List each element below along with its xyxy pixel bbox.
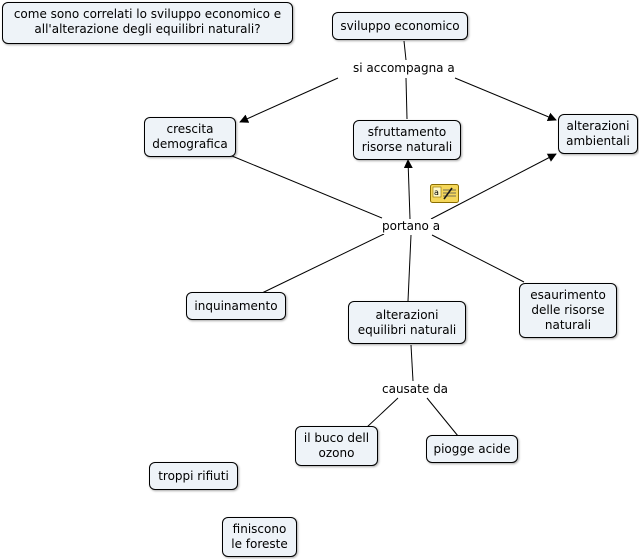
note-pencil-icon: a xyxy=(430,184,459,203)
annotation-icon[interactable]: a xyxy=(430,184,460,207)
concept-buco-ozono[interactable]: il buco dell ozono xyxy=(295,426,378,466)
edge-portano-to-alterazioni-eq xyxy=(407,234,412,302)
concept-sfruttamento-risorse[interactable]: sfruttamento risorse naturali xyxy=(353,120,461,160)
concept-alterazioni-equilibri-naturali[interactable]: alterazioni equilibri naturali xyxy=(348,301,466,344)
edge-alterazioni-eq-to-causate xyxy=(410,344,414,382)
edge-portano-to-esaurimento xyxy=(431,234,525,283)
edge-portano-to-inquinamento xyxy=(261,233,385,294)
concept-piogge-acide[interactable]: piogge acide xyxy=(426,435,518,463)
edge-phrase-to-crescita xyxy=(239,77,339,123)
phrase-portano-a: portano a xyxy=(380,219,443,234)
edge-causate-to-piogge xyxy=(426,397,459,437)
concept-finiscono-foreste[interactable]: finiscono le foreste xyxy=(222,517,297,557)
edge-sviluppo-to-phrase xyxy=(403,40,407,61)
phrase-causate-da: causate da xyxy=(380,382,451,397)
concept-inquinamento[interactable]: inquinamento xyxy=(186,292,286,320)
svg-text:a: a xyxy=(434,188,439,197)
edge-phrase-to-alterazioni xyxy=(454,77,557,122)
edge-causate-to-buco xyxy=(365,397,399,429)
focus-question: come sono correlati lo sviluppo economic… xyxy=(2,2,293,44)
edge-portano-to-sfruttamento xyxy=(403,159,413,220)
edge-crescita-to-portano xyxy=(231,155,383,219)
edge-portano-to-alterazioni xyxy=(430,153,557,220)
phrase-si-accompagna-a: si accompagna a xyxy=(351,61,457,76)
concept-troppi-rifiuti[interactable]: troppi rifiuti xyxy=(149,462,238,490)
concept-esaurimento-risorse[interactable]: esaurimento delle risorse naturali xyxy=(519,283,617,338)
edge-phrase-to-sfruttamento xyxy=(405,77,408,120)
concept-sviluppo-economico[interactable]: sviluppo economico xyxy=(332,12,468,40)
concept-alterazioni-ambientali[interactable]: alterazioni ambientali xyxy=(558,114,638,154)
concept-crescita-demografica[interactable]: crescita demografica xyxy=(144,117,236,157)
